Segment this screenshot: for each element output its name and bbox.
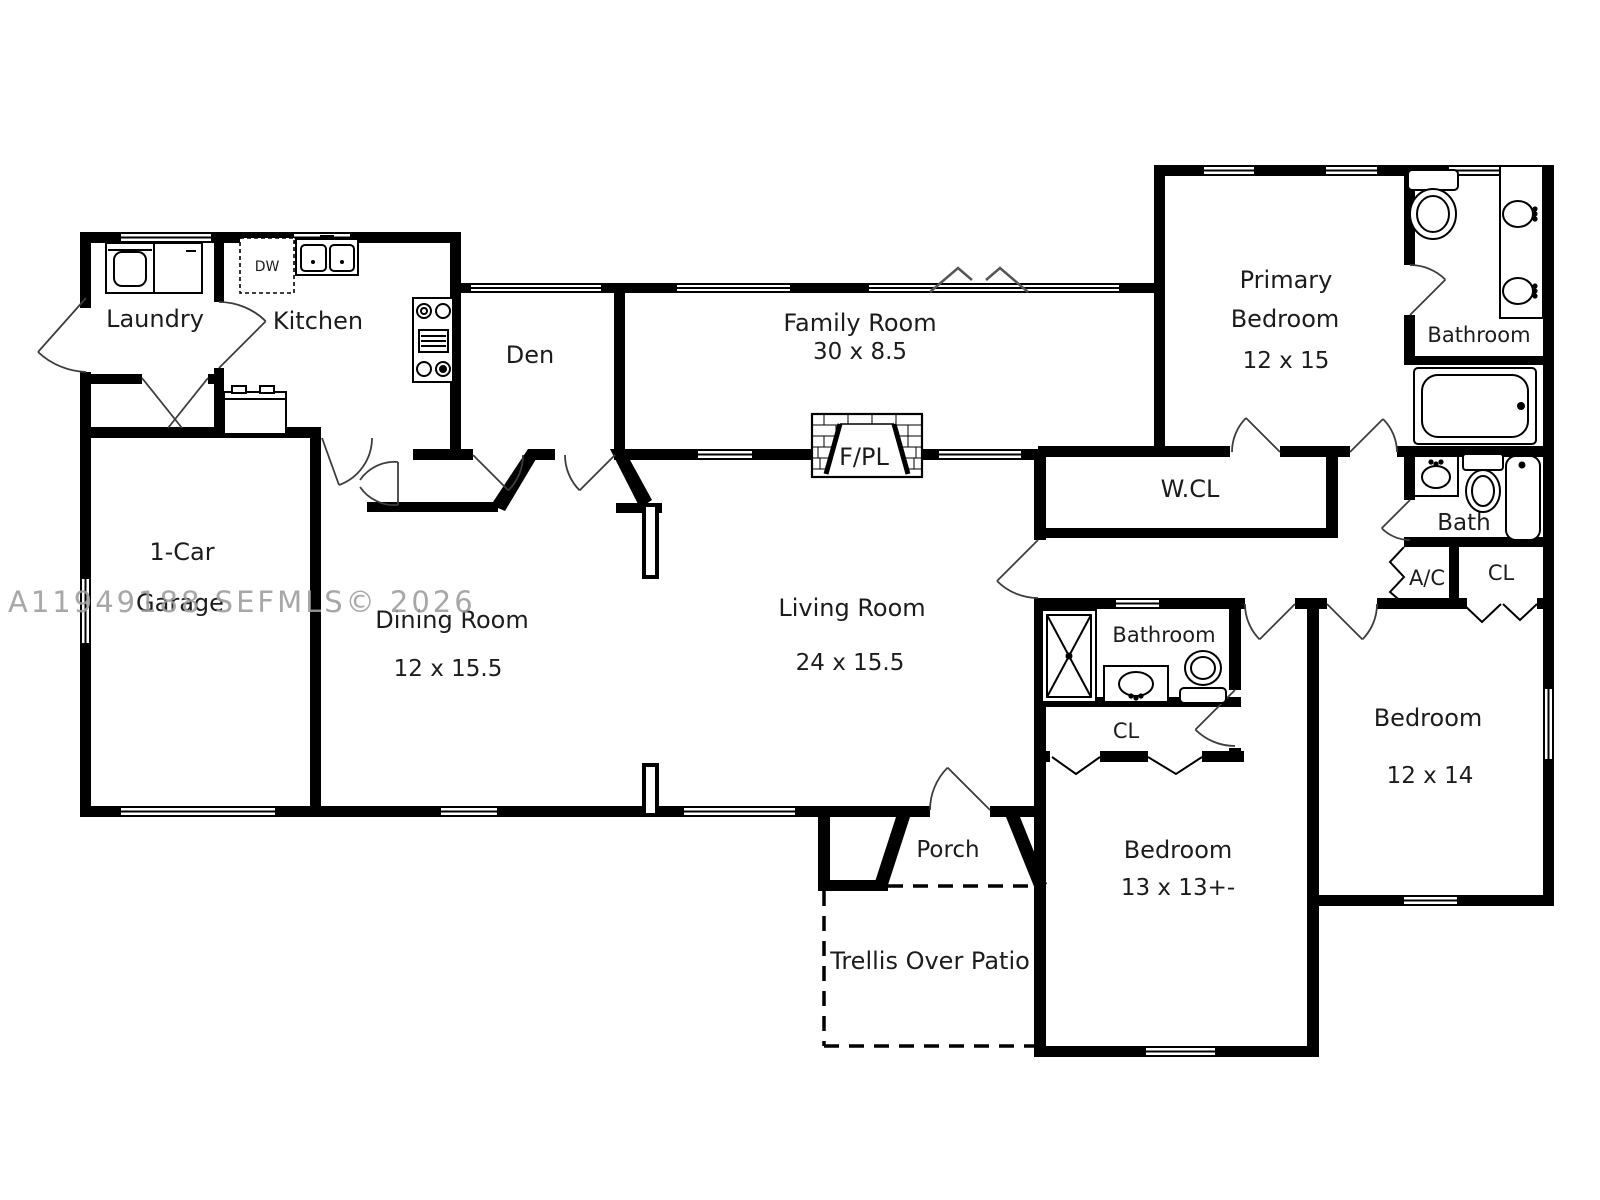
- hall-closet-label: CL: [1113, 719, 1140, 743]
- wall-stubs: [642, 503, 659, 817]
- utility-counter-icon: [223, 385, 287, 435]
- bath-toilet-icon: [1462, 453, 1504, 513]
- bedroom-rear-dims: 13 x 13+-: [1121, 875, 1235, 901]
- hall-vanity-icon: [1103, 665, 1169, 703]
- bedroom-right-dims: 12 x 14: [1387, 763, 1474, 789]
- closet-right-label: CL: [1488, 561, 1515, 585]
- living-room-dims: 24 x 15.5: [796, 650, 905, 676]
- kitchen-sink-icon: [295, 235, 359, 276]
- primary-bedroom-label-2: Bedroom: [1231, 305, 1340, 333]
- hall-bathroom-label: Bathroom: [1112, 623, 1215, 647]
- bedroom-right-label: Bedroom: [1374, 704, 1483, 732]
- dining-room-dims: 12 x 15.5: [394, 656, 503, 682]
- fireplace-label: F/PL: [839, 443, 889, 471]
- trellis-label: Trellis Over Patio: [829, 947, 1030, 975]
- bedroom-rear-label: Bedroom: [1124, 836, 1233, 864]
- living-room-label: Living Room: [778, 594, 925, 622]
- dishwasher-label: DW: [255, 259, 280, 275]
- washer-dryer-icon: [105, 242, 203, 294]
- primary-toilet-icon: [1407, 169, 1459, 240]
- bifold-doors: [1051, 546, 1538, 776]
- dining-room-label: Dining Room: [375, 606, 528, 634]
- shower-icon: [1505, 455, 1541, 541]
- windows: [80, 165, 1554, 1057]
- family-room-dims: 30 x 8.5: [813, 339, 907, 365]
- kitchen-label: Kitchen: [273, 307, 363, 335]
- wall-break-icon: [929, 266, 1029, 293]
- fireplace-icon: [810, 412, 924, 479]
- porch-label: Porch: [916, 837, 979, 863]
- hall-shower-icon: [1041, 609, 1097, 703]
- garage-label-2: Garage: [136, 589, 224, 617]
- hall-toilet-icon: [1179, 650, 1227, 704]
- stove-icon: [412, 297, 454, 383]
- bathtub-icon: [1413, 367, 1537, 445]
- ac-louver-door: [1388, 546, 1406, 605]
- ac-closet-label: A/C: [1409, 566, 1445, 590]
- garage-label-1: 1-Car: [149, 538, 214, 566]
- den-label: Den: [506, 341, 554, 369]
- walk-in-closet-label: W.CL: [1161, 475, 1220, 503]
- family-room-label: Family Room: [783, 309, 936, 337]
- laundry-label: Laundry: [106, 305, 204, 333]
- mls-watermark: A11949188 SEFMLS© 2026: [8, 585, 476, 619]
- trellis-outline: [822, 884, 1040, 1048]
- primary-bedroom-label-1: Primary: [1240, 266, 1333, 294]
- door-arcs: [37, 264, 1447, 811]
- bath-label: Bath: [1437, 510, 1490, 536]
- primary-bathroom-label: Bathroom: [1427, 323, 1530, 347]
- primary-bedroom-dims: 12 x 15: [1243, 348, 1330, 374]
- double-vanity-icon: [1499, 165, 1544, 319]
- dishwasher-icon: [239, 237, 295, 294]
- bath-sink-icon: [1413, 455, 1459, 497]
